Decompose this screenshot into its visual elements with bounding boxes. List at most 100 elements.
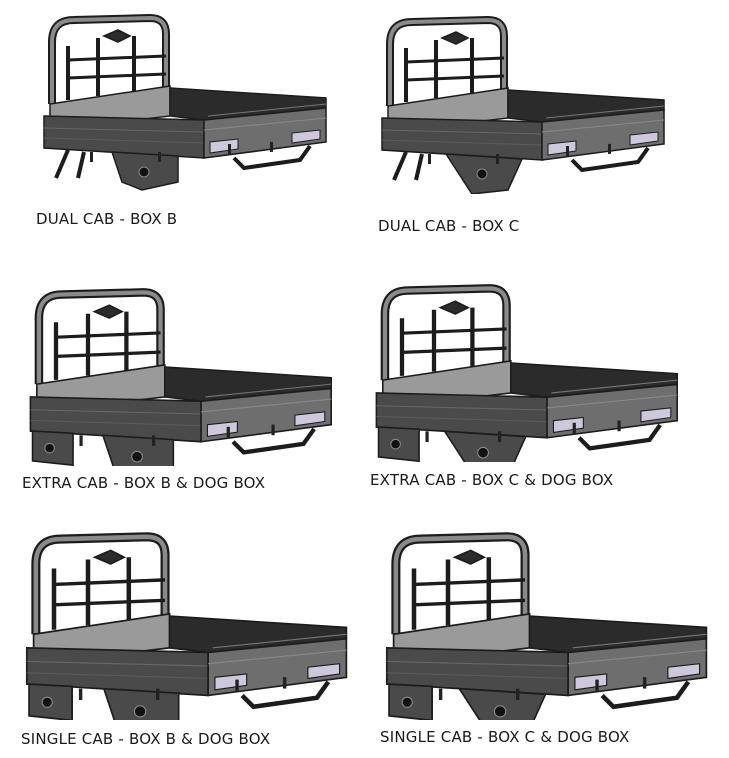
tray-group	[385, 532, 708, 720]
mounting-legs	[54, 149, 86, 179]
mount-bolt	[235, 679, 239, 691]
headboard-bracket	[92, 549, 127, 565]
headboard-frame-highlight	[36, 290, 163, 385]
mount-bolt	[608, 143, 611, 154]
headboard-rails	[53, 578, 166, 607]
tail-light	[640, 407, 672, 423]
headboard-rails	[55, 331, 161, 358]
headboard-bracket	[452, 549, 487, 565]
headboard-uprights	[51, 557, 132, 630]
headboard-frame-highlight	[382, 286, 509, 381]
rear-rib	[208, 649, 347, 665]
toolbox-lock	[131, 450, 143, 463]
deck-edge	[205, 383, 332, 398]
dog-box-lock	[44, 442, 55, 454]
deck-edge	[212, 633, 347, 649]
deck-edge	[572, 633, 707, 649]
toolbox-lock	[493, 705, 507, 718]
dog-box-lock	[41, 696, 53, 708]
mount-bolt	[152, 435, 156, 446]
variant-caption: DUAL CAB - BOX B	[36, 210, 178, 228]
rear-step	[232, 144, 312, 171]
side-rib	[43, 137, 205, 144]
tray-illustration	[381, 16, 665, 194]
mount-bolt	[595, 679, 599, 691]
mount-bolt	[572, 422, 576, 434]
tray-illustration	[385, 532, 708, 720]
rear-rib	[568, 649, 707, 665]
side-rib	[43, 127, 205, 133]
headboard-bracket	[440, 31, 470, 45]
headboard-frame-highlight	[393, 534, 528, 635]
mount-bolt	[566, 146, 569, 156]
rear-rib	[541, 119, 665, 133]
tray-illustration	[25, 532, 348, 720]
side-rib	[26, 660, 209, 667]
dog-box-lock	[390, 438, 401, 450]
underbody-toolbox	[102, 687, 180, 720]
headboard-bracket	[102, 29, 132, 43]
variant-caption: EXTRA CAB - BOX C & DOG BOX	[370, 471, 614, 489]
variant-caption: EXTRA CAB - BOX B & DOG BOX	[22, 474, 266, 492]
headboard-frame-highlight	[50, 16, 168, 104]
headboard-uprights	[66, 36, 136, 100]
toolbox-lock	[138, 166, 150, 178]
rear-step	[570, 146, 650, 173]
rear-step	[577, 423, 662, 451]
mount-bolt	[228, 144, 231, 154]
headboard-uprights	[404, 38, 474, 102]
mount-bolt	[78, 688, 83, 700]
mount-bolt	[282, 677, 287, 689]
headboard-uprights	[53, 311, 129, 380]
tail-light	[667, 663, 701, 680]
deck-edge	[207, 103, 327, 117]
tray-group	[29, 288, 333, 466]
rear-step	[231, 427, 316, 455]
mount-bolt	[156, 688, 160, 700]
headboard-uprights	[399, 307, 475, 376]
variant-caption: SINGLE CAB - BOX B & DOG BOX	[21, 730, 271, 748]
side-rib	[376, 405, 548, 411]
side-rib	[26, 672, 209, 680]
mount-bolt	[158, 152, 161, 162]
rear-rib	[201, 398, 332, 413]
mount-bolt	[270, 141, 273, 152]
side-rib	[381, 129, 543, 135]
mounting-legs	[392, 151, 424, 181]
tray-illustration	[375, 284, 679, 462]
variant-caption: SINGLE CAB - BOX C & DOG BOX	[380, 728, 630, 746]
side-rib	[30, 419, 202, 427]
side-rib	[386, 672, 569, 680]
toolbox-lock	[133, 705, 147, 718]
mount-bolt	[438, 688, 443, 700]
tail-light	[294, 411, 326, 427]
rear-rib	[547, 394, 678, 409]
rear-rib	[203, 117, 327, 131]
tray-group	[43, 14, 327, 191]
rear-step	[600, 680, 691, 710]
headboard-rails	[413, 578, 526, 607]
mount-bolt	[90, 152, 93, 162]
mount-bolt	[617, 420, 621, 432]
tray-illustration	[29, 288, 333, 466]
side-rib	[30, 409, 202, 415]
rear-step	[240, 680, 331, 710]
tray-illustration	[43, 14, 327, 191]
tail-light	[552, 416, 584, 434]
headboard-rails	[67, 54, 167, 80]
mount-bolt	[498, 431, 502, 442]
mount-bolt	[79, 435, 83, 446]
toolbox-lock	[477, 446, 489, 459]
tail-light	[629, 131, 659, 146]
deck-edge	[551, 379, 678, 394]
variant-caption: DUAL CAB - BOX C	[378, 217, 520, 235]
headboard-rails	[401, 327, 507, 354]
tray-group	[375, 284, 679, 462]
deck-edge	[545, 105, 665, 119]
toolbox-lock	[476, 168, 488, 180]
dog-box-lock	[401, 696, 413, 708]
mount-bolt	[226, 426, 230, 438]
headboard-frame-highlight	[388, 18, 506, 106]
tail-light	[307, 663, 341, 680]
headboard-uprights	[411, 557, 492, 630]
